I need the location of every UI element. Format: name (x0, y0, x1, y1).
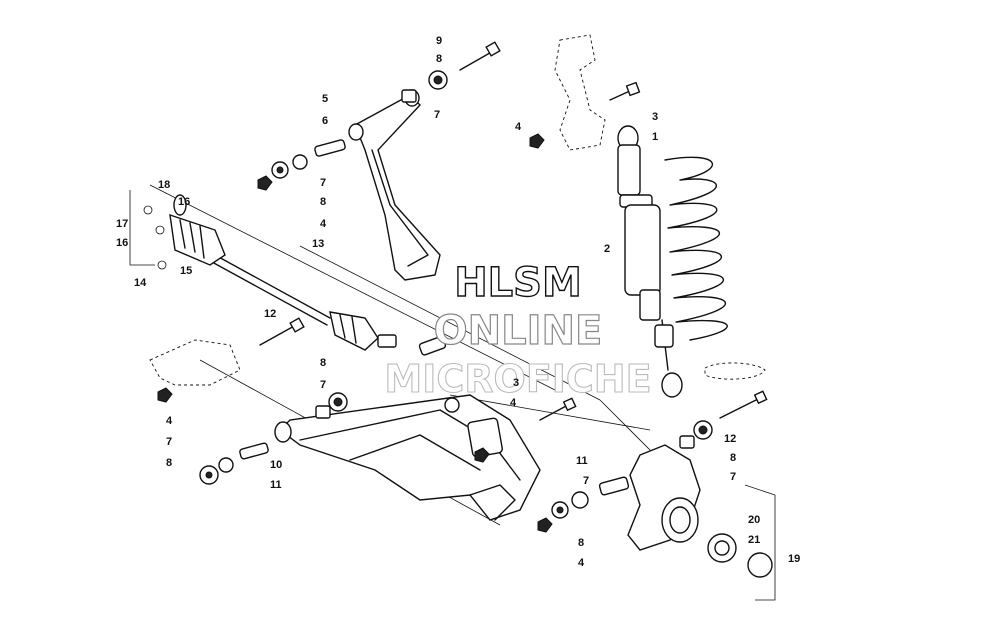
callout-15: 15 (180, 265, 192, 277)
callout-7: 7 (320, 379, 326, 391)
callout-8: 8 (320, 196, 326, 208)
callout-10: 10 (270, 459, 282, 471)
callout-4: 4 (510, 397, 517, 409)
callout-8: 8 (166, 457, 172, 469)
steering-knuckle (537, 390, 773, 578)
callout-16: 16 (178, 196, 190, 208)
shock-absorber (617, 125, 683, 398)
callout-3: 3 (652, 111, 658, 123)
callout-11: 11 (270, 479, 282, 491)
frame-bracket-upper (529, 34, 641, 151)
callout-14: 14 (134, 277, 147, 289)
callout-4: 4 (166, 415, 173, 427)
upper-a-arm (348, 89, 441, 281)
callout-12: 12 (264, 308, 276, 320)
callout-9: 9 (436, 35, 442, 47)
callout-5: 5 (322, 93, 328, 105)
callout-7: 7 (320, 177, 326, 189)
callout-4: 4 (515, 121, 522, 133)
watermark: HLSM ONLINE MICROFICHE (384, 259, 652, 401)
lower-arm-hardware (149, 317, 577, 485)
callout-3: 3 (513, 377, 519, 389)
callout-7: 7 (166, 436, 172, 448)
callout-7: 7 (730, 471, 736, 483)
callout-1: 1 (652, 131, 658, 143)
callout-21: 21 (748, 534, 760, 546)
callout-7: 7 (434, 109, 440, 121)
callout-18: 18 (158, 179, 170, 191)
watermark-line2: ONLINE (434, 308, 603, 354)
watermark-line1: HLSM (454, 260, 582, 306)
callout-2: 2 (604, 243, 610, 255)
callout-16: 16 (116, 237, 128, 249)
callout-8: 8 (320, 357, 326, 369)
coil-spring (664, 156, 766, 380)
callout-19: 19 (788, 553, 800, 565)
upper-arm-hardware (257, 41, 501, 191)
callout-8: 8 (730, 452, 736, 464)
watermark-line3: MICROFICHE (384, 357, 651, 401)
callout-13: 13 (312, 238, 324, 250)
callout-6: 6 (322, 115, 328, 127)
cv-axle (143, 194, 397, 351)
callouts: 9 8 7 5 6 7 8 4 18 16 17 16 15 14 13 3 4… (116, 35, 800, 569)
callout-12: 12 (724, 433, 736, 445)
callout-11: 11 (576, 455, 588, 467)
callout-8: 8 (436, 53, 442, 65)
callout-17: 17 (116, 218, 128, 230)
callout-20: 20 (748, 514, 760, 526)
callout-7: 7 (583, 475, 589, 487)
callout-4: 4 (578, 557, 585, 569)
callout-4: 4 (320, 218, 327, 230)
callout-8: 8 (578, 537, 584, 549)
lower-a-arm (274, 394, 541, 521)
